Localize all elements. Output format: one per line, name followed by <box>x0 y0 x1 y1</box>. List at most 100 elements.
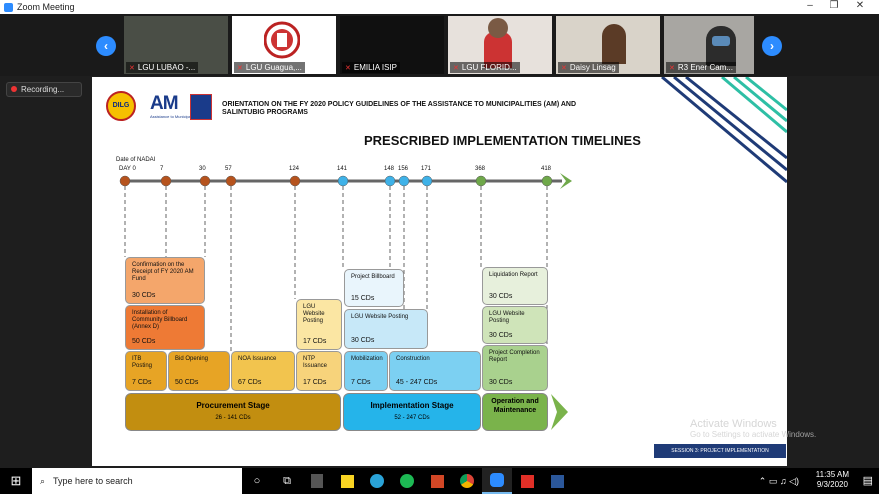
zoom-app-icon[interactable] <box>482 468 512 494</box>
am-logo-caption: Assistance to Municipalities <box>150 114 199 119</box>
muted-mic-icon: ✕ <box>237 65 243 72</box>
timeline-marker <box>160 175 172 187</box>
timeline-day-label: 7 <box>160 166 164 172</box>
timeline-day-label: 368 <box>475 166 486 172</box>
stage-arrow <box>551 394 568 430</box>
muted-mic-icon: ✕ <box>669 65 675 72</box>
timeline-marker <box>398 175 410 187</box>
participant-tile[interactable]: ✕LGU LUBAO -... <box>124 16 228 74</box>
timeline-day-label: 57 <box>225 166 232 172</box>
procurement-stage: Procurement Stage 26 - 141 CDs <box>125 393 341 431</box>
timeline-marker <box>199 175 211 187</box>
muted-mic-icon: ✕ <box>345 65 351 72</box>
slide-corner-decoration <box>661 77 787 184</box>
timeline-marker <box>421 175 433 187</box>
implementation-stage: Implementation Stage 52 - 247 CDs <box>343 393 481 431</box>
am-logo: AM <box>150 93 179 114</box>
timeline-day-label: 124 <box>289 166 300 172</box>
clock[interactable]: 11:35 AM 9/3/2020 <box>815 470 849 489</box>
timeline-day-label: 171 <box>421 166 432 172</box>
search-placeholder: Type here to search <box>53 476 133 486</box>
cortana-icon[interactable]: ○ <box>253 475 261 487</box>
participant-name: ✕LGU LUBAO -... <box>126 62 199 73</box>
participant-name: ✕R3 Ener Cam... <box>666 62 737 73</box>
participant-tile[interactable]: ✕LGU FLORID... <box>448 16 552 74</box>
timeline-day-label: 141 <box>337 166 348 172</box>
task-box: Confirmation on the Receipt of FY 2020 A… <box>125 257 205 304</box>
acrobat-icon[interactable] <box>512 468 542 494</box>
system-tray[interactable]: ⌃ ▭ ♫ ◁) <box>758 476 799 486</box>
task-box: Installation of Community Billboard (Ann… <box>125 305 205 350</box>
timeline-day-label: 30 <box>199 166 206 172</box>
timeline-marker <box>337 175 349 187</box>
shared-slide: DILG AM Assistance to Municipalities ORI… <box>92 77 787 466</box>
prev-page-button[interactable]: ‹ <box>96 36 116 56</box>
window-titlebar: Zoom Meeting – ❐ ✕ <box>0 0 879 14</box>
participant-name: ✕Daisy Linsag <box>558 62 619 73</box>
muted-mic-icon: ✕ <box>561 65 567 72</box>
timeline-marker <box>475 175 487 187</box>
participant-name: ✕EMILIA ISIP <box>342 62 401 73</box>
chrome-icon[interactable] <box>452 468 482 494</box>
date-of-nadai-label: Date of NADAI <box>116 157 156 163</box>
participant-name: ✕LGU Guagua,... <box>234 62 305 73</box>
search-icon: ⌕ <box>40 475 46 486</box>
zoom-icon <box>4 2 13 12</box>
word-icon[interactable] <box>542 468 572 494</box>
timeline-marker <box>119 175 131 187</box>
recording-indicator[interactable]: Recording... <box>6 82 82 97</box>
participant-tile[interactable]: ✕LGU Guagua,... <box>232 16 336 74</box>
timeline-marker <box>225 175 237 187</box>
timeline-day-label: DAY 0 <box>119 166 136 172</box>
slide-header: ORIENTATION ON THE FY 2020 POLICY GUIDEL… <box>222 101 577 116</box>
participant-tile[interactable]: ✕R3 Ener Cam... <box>664 16 754 74</box>
muted-mic-icon: ✕ <box>129 65 135 72</box>
participant-tile[interactable]: ✕EMILIA ISIP <box>340 16 444 74</box>
windows-start-button[interactable]: ⊞ <box>10 473 22 488</box>
calculator-icon[interactable] <box>302 468 332 494</box>
timeline-day-label: 148 <box>384 166 395 172</box>
maximize-button[interactable]: ❐ <box>829 0 839 11</box>
record-dot-icon <box>11 86 17 92</box>
timeline-marker <box>541 175 553 187</box>
timeline-marker <box>384 175 396 187</box>
participant-tile[interactable]: ✕Daisy Linsag <box>556 16 660 74</box>
minimize-button[interactable]: – <box>807 0 813 11</box>
lgu-seal-icon <box>264 21 300 59</box>
taskbar-search-box[interactable]: ⌕ Type here to search <box>32 468 242 494</box>
operation-maintenance-stage: Operation and Maintenance <box>482 393 548 431</box>
slide-title: PRESCRIBED IMPLEMENTATION TIMELINES <box>364 133 641 148</box>
timeline-marker <box>289 175 301 187</box>
edge-icon[interactable] <box>362 468 392 494</box>
task-view-icon[interactable]: ⧉ <box>283 474 291 487</box>
timeline-day-label: 156 <box>398 166 409 172</box>
dilg-logo: DILG <box>106 91 136 121</box>
sticky-notes-icon[interactable] <box>332 468 362 494</box>
notification-icon[interactable]: ▤ <box>862 475 873 487</box>
salintubig-logo <box>190 94 212 120</box>
powerpoint-icon[interactable] <box>422 468 452 494</box>
close-button[interactable]: ✕ <box>855 0 865 11</box>
timeline-day-label: 418 <box>541 166 552 172</box>
taskbar: ⊞ ⌕ Type here to search ○ ⧉ <box>0 468 879 494</box>
spotify-icon[interactable] <box>392 468 422 494</box>
session-tag: SESSION 3: PROJECT IMPLEMENTATION <box>654 444 786 458</box>
window-title: Zoom Meeting <box>17 2 75 12</box>
muted-mic-icon: ✕ <box>453 65 459 72</box>
participant-name: ✕LGU FLORID... <box>450 62 520 73</box>
next-page-button[interactable]: › <box>762 36 782 56</box>
timeline <box>119 173 572 351</box>
activate-windows-watermark: Activate Windows Go to Settings to activ… <box>690 418 817 439</box>
